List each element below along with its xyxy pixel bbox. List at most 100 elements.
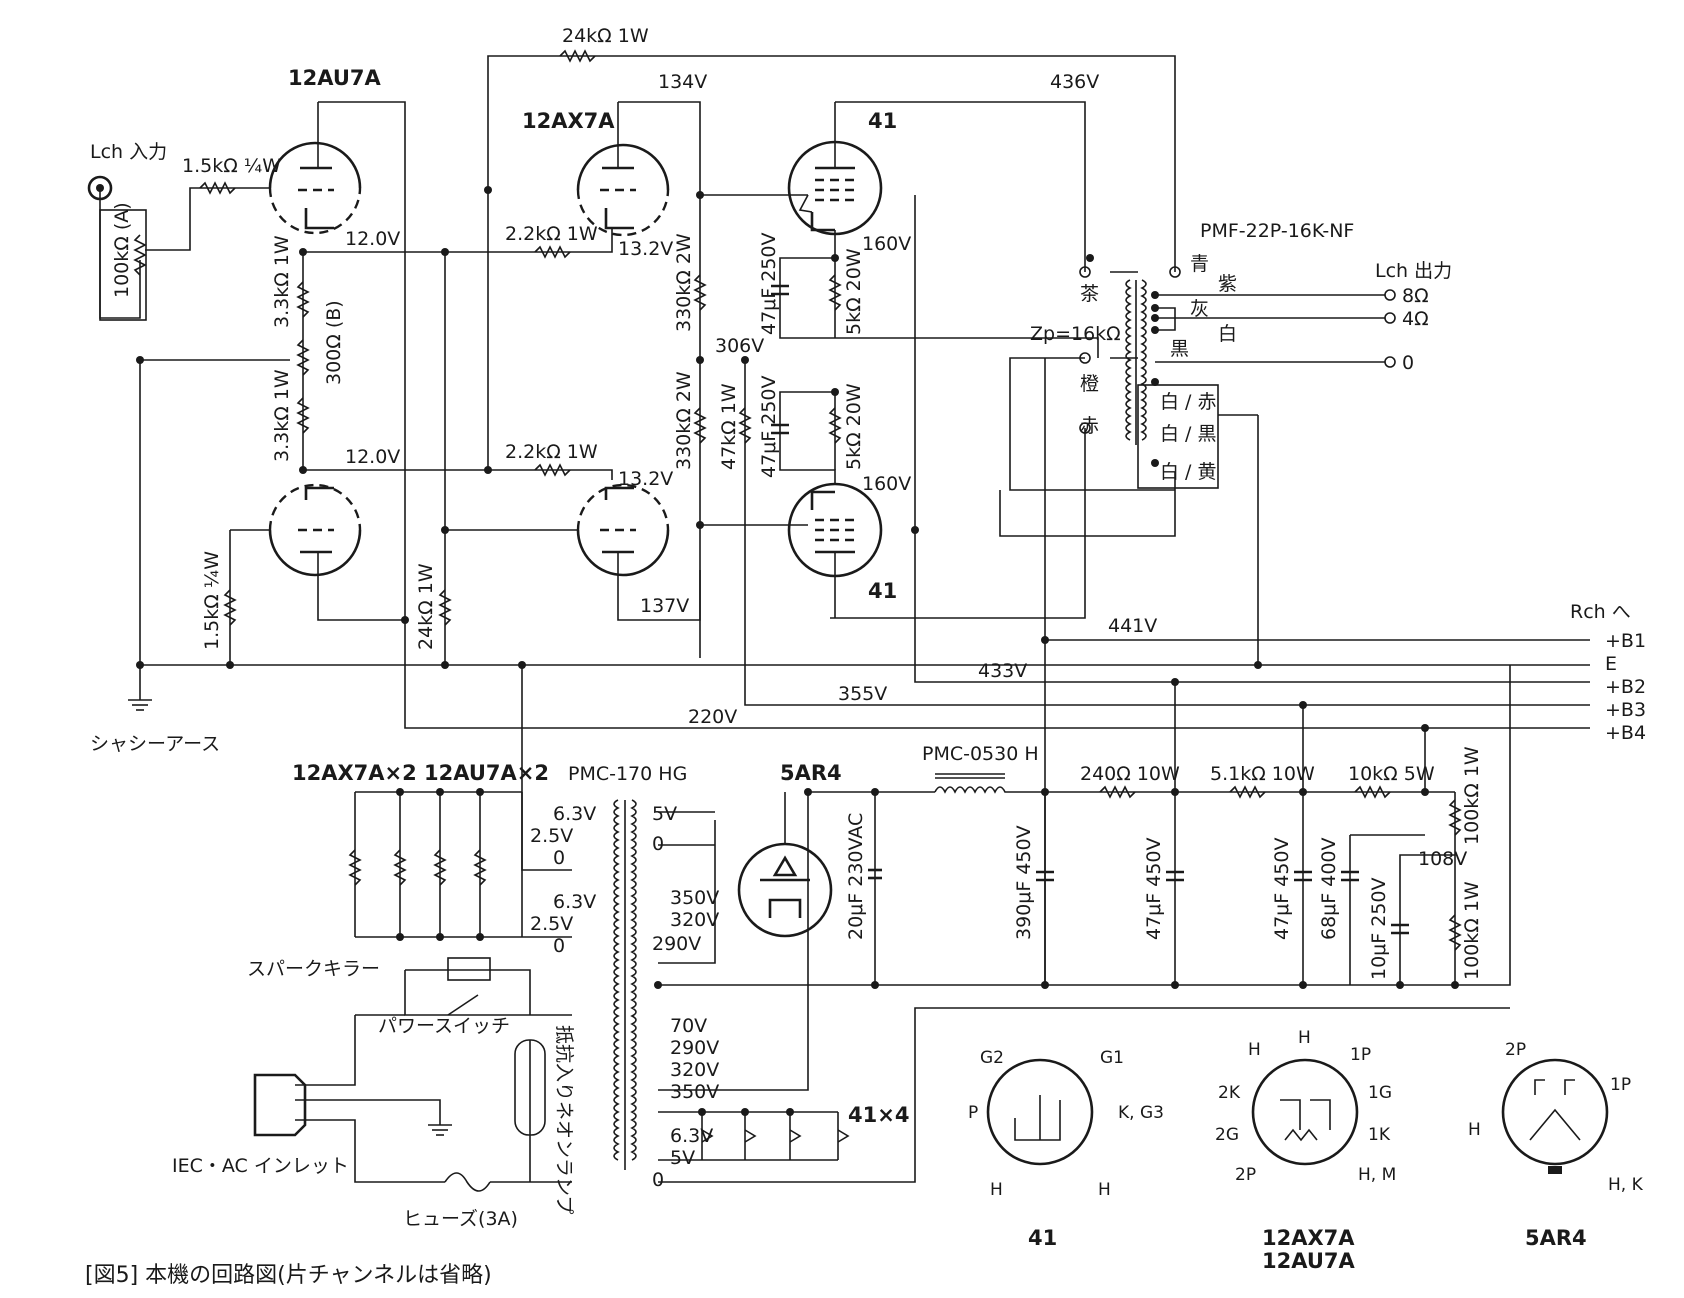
p12-hm: H, M	[1358, 1165, 1396, 1185]
vr-label: 100kΩ (A)	[111, 202, 133, 298]
neon-label: 抵抗入りネオンランプ	[553, 1025, 575, 1214]
pt-r4: 290V	[652, 933, 701, 955]
lead-w-ki: 白 / 黄	[1160, 461, 1216, 483]
pt-r11: 0	[652, 1169, 664, 1191]
lead-murasaki: 紫	[1218, 273, 1237, 295]
bus-b3: +B3	[1605, 699, 1646, 721]
pt-model: PMC-170 HG	[568, 763, 687, 785]
v134: 134V	[658, 71, 707, 93]
lead-aka: 赤	[1080, 415, 1099, 437]
rg1-label: 2.2kΩ 1W	[505, 223, 598, 245]
r24k-label: 24kΩ 1W	[415, 563, 437, 650]
out-0: 0	[1402, 352, 1414, 374]
c390-label: 390μF 450V	[1013, 825, 1035, 940]
pinout-12au7a-name: 12AU7A	[1262, 1249, 1355, 1273]
opt-model: PMF-22P-16K-NF	[1200, 220, 1354, 242]
r240-label: 240Ω 10W	[1080, 763, 1180, 785]
p5-2p: 2P	[1505, 1040, 1526, 1060]
tube-41-lower	[787, 482, 883, 618]
c47b-label: 47μF 450V	[1271, 838, 1293, 941]
pt-r7: 320V	[670, 1059, 719, 1081]
v120b: 12.0V	[345, 446, 400, 468]
p12-h2: H	[1298, 1028, 1311, 1048]
ck1-label: 47μF 250V	[758, 233, 780, 336]
output-label: Lch 出力	[1375, 260, 1452, 282]
vr-bal-label: 300Ω (B)	[323, 300, 345, 385]
p12-h1: H	[1248, 1040, 1261, 1060]
lead-w-aka: 白 / 赤	[1160, 391, 1216, 413]
r-fb-label: 24kΩ 1W	[562, 25, 649, 47]
lead-hai: 灰	[1190, 298, 1209, 320]
tube-12au7a-upper	[268, 102, 362, 235]
pt-r2: 350V	[670, 887, 719, 909]
pt-r5: 70V	[670, 1015, 707, 1037]
heater-41-label: 41×4	[848, 1103, 909, 1127]
v220: 220V	[688, 706, 737, 728]
bus-e: E	[1605, 653, 1617, 675]
pt-r1: 0	[652, 833, 664, 855]
rk1-label: 3.3kΩ 1W	[271, 235, 293, 328]
tube-41-upper	[787, 102, 883, 236]
ck2-label: 47μF 250V	[758, 376, 780, 479]
out-8: 8Ω	[1402, 285, 1429, 307]
tube-5ar4	[737, 792, 833, 938]
lead-daidai: 橙	[1080, 373, 1099, 395]
r100b-label: 100kΩ 1W	[1461, 881, 1483, 980]
v132b: 13.2V	[618, 468, 673, 490]
pt-l1: 2.5V	[530, 825, 573, 847]
bus-b1: +B1	[1605, 630, 1646, 652]
inlet-label: IEC・AC インレット	[172, 1155, 349, 1177]
rk41b-label: 5kΩ 20W	[843, 383, 865, 470]
r47k-label: 47kΩ 1W	[718, 383, 740, 470]
tube-label-41-bottom: 41	[868, 579, 897, 603]
v436: 436V	[1050, 71, 1099, 93]
c47a-label: 47μF 450V	[1143, 838, 1165, 941]
bus-b2: +B2	[1605, 676, 1646, 698]
p5-hk: H, K	[1608, 1175, 1644, 1195]
tube-12ax7a-lower	[576, 483, 670, 582]
fuse-label: ヒューズ(3A)	[403, 1208, 518, 1230]
r51k-label: 5.1kΩ 10W	[1210, 763, 1315, 785]
v441: 441V	[1108, 615, 1157, 637]
pinout-41	[986, 1058, 1094, 1166]
power-switch-label: パワースイッチ	[378, 1015, 510, 1037]
tube-label-12au7a: 12AU7A	[288, 66, 381, 90]
p5-h: H	[1468, 1120, 1481, 1140]
lead-kuro: 黒	[1170, 338, 1189, 360]
v132a: 13.2V	[618, 238, 673, 260]
lead-w-kuro: 白 / 黒	[1160, 423, 1216, 445]
rg2-label: 2.2kΩ 1W	[505, 441, 598, 463]
tube-12au7a-lower	[268, 483, 362, 582]
pinout-41-name: 41	[1028, 1226, 1057, 1250]
p12-2g: 2G	[1215, 1125, 1239, 1145]
rlow-label: 1.5kΩ ¼W	[201, 551, 223, 650]
v137: 137V	[640, 595, 689, 617]
pinout-12ax7a-name: 12AX7A	[1262, 1226, 1355, 1250]
r100a-label: 100kΩ 1W	[1461, 746, 1483, 845]
c68-label: 68μF 400V	[1318, 838, 1340, 941]
v160a: 160V	[862, 233, 911, 255]
pt-l5: 0	[553, 935, 565, 957]
r-in-label: 1.5kΩ ¼W	[182, 155, 281, 177]
p41-k: K, G3	[1118, 1103, 1164, 1123]
pinout-12ax7a	[1251, 1058, 1359, 1166]
p12-1k: 1K	[1368, 1125, 1391, 1145]
v306: 306V	[715, 335, 764, 357]
pt-l0: 6.3V	[553, 803, 596, 825]
v160b: 160V	[862, 473, 911, 495]
heater-label: 12AX7A×2 12AU7A×2	[292, 761, 549, 785]
c20u-label: 20μF 230VAC	[845, 813, 867, 940]
p41-p: P	[968, 1103, 978, 1123]
r10k-label: 10kΩ 5W	[1348, 763, 1435, 785]
v120a: 12.0V	[345, 228, 400, 250]
rpl1-label: 330kΩ 2W	[673, 233, 695, 332]
tube-label-5ar4: 5AR4	[780, 761, 842, 785]
pt-r8: 350V	[670, 1081, 719, 1103]
labels: 12AU7A 12AX7A 41 41 5AR4 Lch 入力 Lch 出力 シ…	[85, 25, 1646, 1288]
bus-b4: +B4	[1605, 722, 1646, 744]
tube-label-41-top: 41	[868, 109, 897, 133]
junctions	[136, 186, 1459, 1116]
p12-1g: 1G	[1368, 1083, 1392, 1103]
lead-ao: 青	[1190, 253, 1209, 275]
